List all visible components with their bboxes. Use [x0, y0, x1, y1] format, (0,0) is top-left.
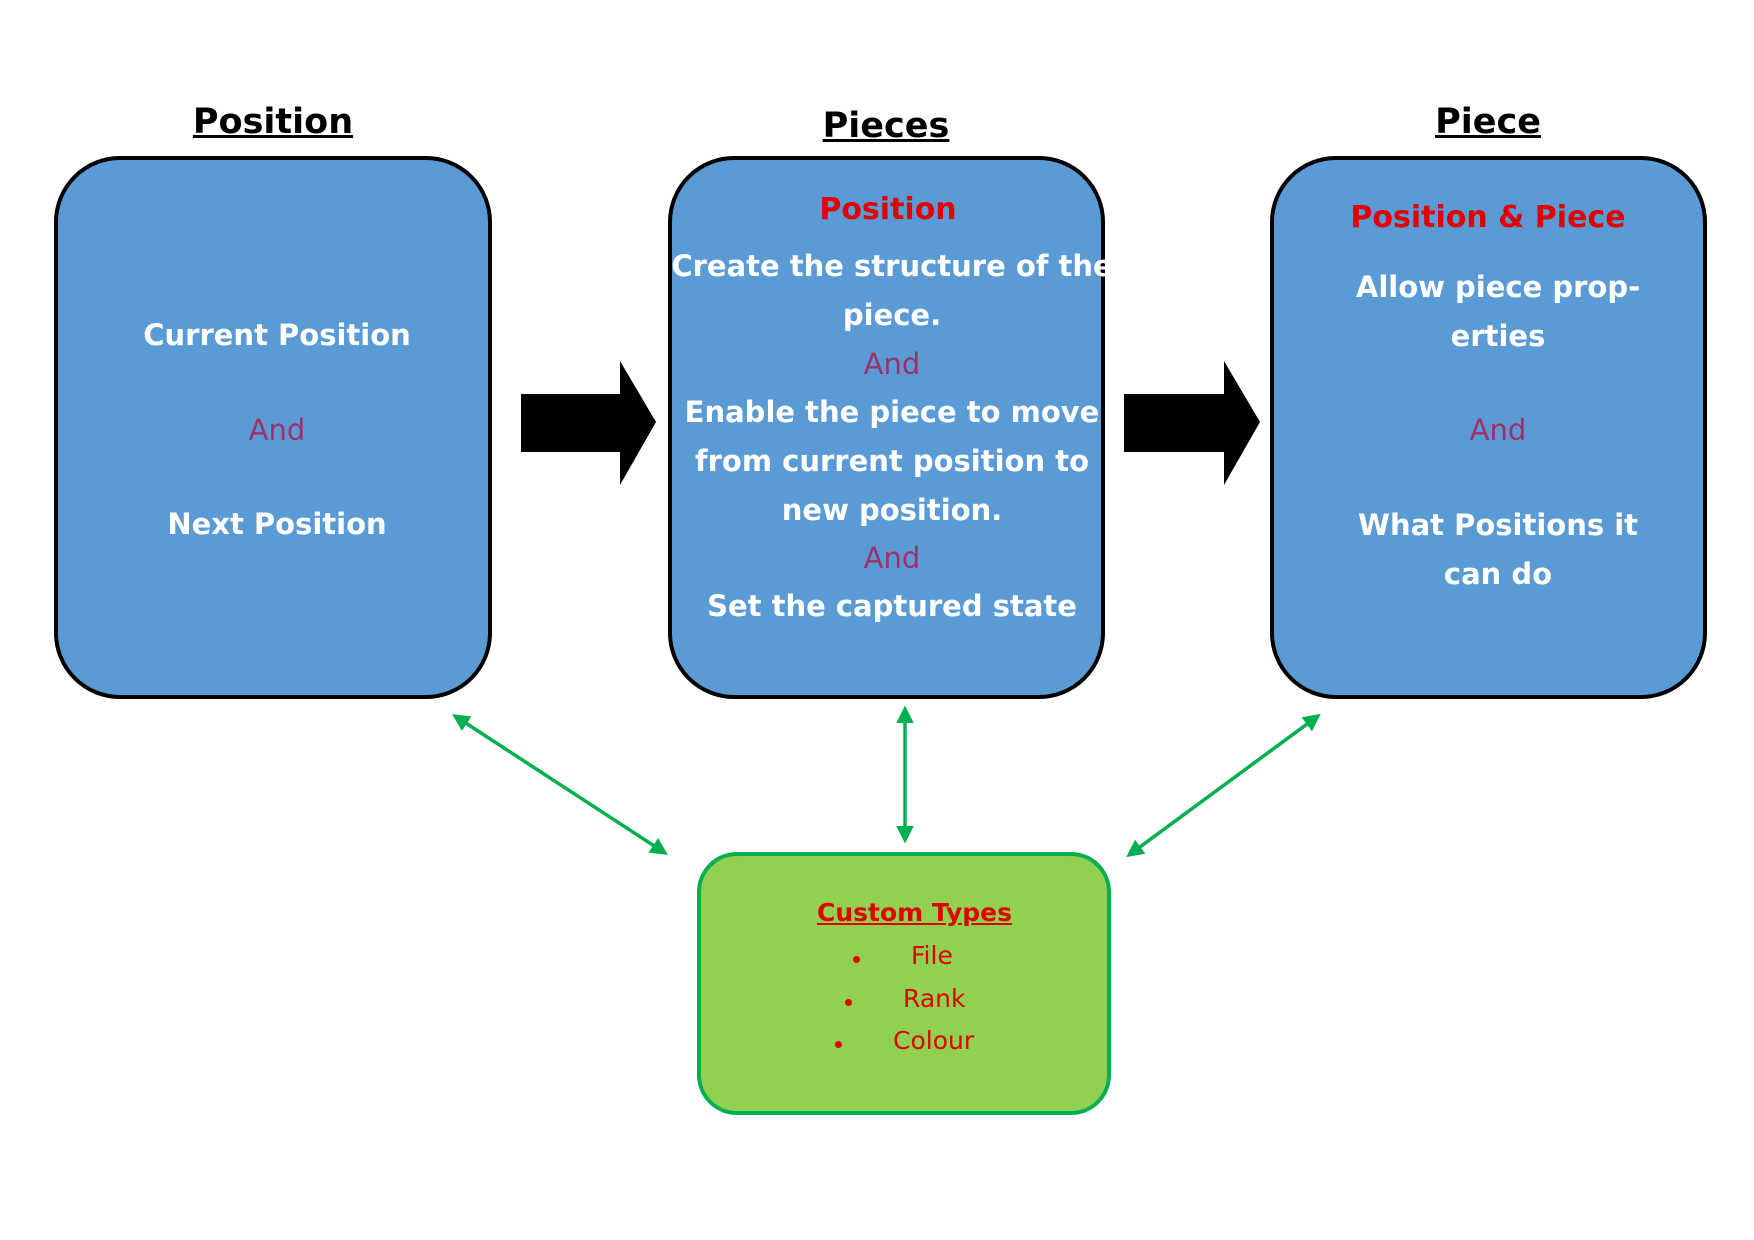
piece-line-1: Allow piece prop- — [1355, 270, 1641, 304]
bullet-icon — [845, 999, 852, 1006]
custom-type-item: Colour — [893, 1026, 975, 1055]
piece-line-4: can do — [1443, 557, 1553, 591]
piece-line-and: And — [1469, 413, 1527, 447]
double-arrow-right — [1126, 713, 1321, 858]
pieces-box — [668, 156, 1105, 699]
column-title-position: Position — [192, 102, 354, 142]
custom-types-box — [697, 852, 1111, 1115]
bullet-icon — [835, 1041, 842, 1048]
position-line-and: And — [248, 413, 306, 447]
pieces-line-4: from current position to — [694, 444, 1090, 478]
pieces-line-and-1: And — [863, 347, 921, 381]
flow-arrow-1 — [521, 361, 656, 485]
flow-arrow-2 — [1124, 361, 1260, 485]
pieces-heading: Position — [819, 192, 957, 227]
custom-type-item: Rank — [903, 984, 966, 1013]
column-title-piece: Piece — [1435, 102, 1541, 142]
position-box — [54, 156, 492, 699]
pieces-line-2: piece. — [842, 298, 942, 332]
double-arrow-left — [452, 714, 668, 855]
pieces-line-5: new position. — [781, 493, 1003, 527]
custom-type-item: File — [911, 941, 953, 970]
pieces-line-1: Create the structure of the — [671, 249, 1113, 283]
column-title-pieces: Pieces — [822, 106, 950, 146]
piece-heading: Position & Piece — [1350, 200, 1626, 235]
pieces-line-3: Enable the piece to move — [684, 395, 1100, 429]
pieces-line-and-2: And — [863, 541, 921, 575]
piece-box — [1270, 156, 1707, 699]
bullet-icon — [853, 956, 860, 963]
piece-line-2: erties — [1450, 319, 1546, 353]
position-line-current: Current Position — [143, 318, 411, 352]
pieces-line-6: Set the captured state — [707, 589, 1077, 623]
piece-line-3: What Positions it — [1357, 508, 1639, 542]
position-line-next: Next Position — [167, 507, 387, 541]
custom-types-title: Custom Types — [817, 898, 1013, 927]
